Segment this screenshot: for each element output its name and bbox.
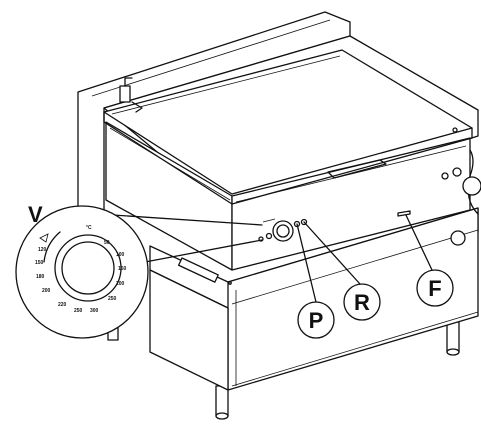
callout-f: F bbox=[416, 269, 454, 307]
callout-f-label: F bbox=[428, 276, 441, 301]
dial-tick: 180 bbox=[36, 274, 45, 280]
dial-detail: °C 50 100 150 200 250 300 250 220 200 18… bbox=[15, 205, 149, 339]
callout-p-label: P bbox=[309, 308, 324, 333]
pan-lid bbox=[103, 49, 473, 205]
dial-tick: 150 bbox=[118, 266, 127, 272]
dial-tick: 220 bbox=[58, 302, 67, 308]
callout-r-label: R bbox=[354, 290, 370, 315]
dial-unit-label: °C bbox=[86, 225, 92, 231]
dial-tick: 250 bbox=[74, 308, 83, 314]
leader-lines bbox=[296, 210, 433, 303]
dial-tick: 150 bbox=[35, 260, 44, 266]
dial-tick: 200 bbox=[42, 288, 51, 294]
callout-v-label: V bbox=[28, 202, 43, 227]
dial-tick: 120 bbox=[38, 247, 47, 253]
callout-v: V bbox=[28, 202, 43, 227]
callout-r: R bbox=[343, 283, 381, 321]
dial-tick: 300 bbox=[90, 308, 99, 314]
dial-tick: 50 bbox=[104, 240, 110, 246]
dial-tick: 200 bbox=[116, 281, 125, 287]
tilt-handwheel bbox=[462, 149, 481, 215]
control-knob bbox=[258, 218, 308, 242]
dial-tick: 250 bbox=[108, 296, 117, 302]
hinges bbox=[119, 77, 143, 113]
callout-p: P bbox=[297, 301, 335, 339]
dial-tick: 100 bbox=[116, 252, 125, 258]
